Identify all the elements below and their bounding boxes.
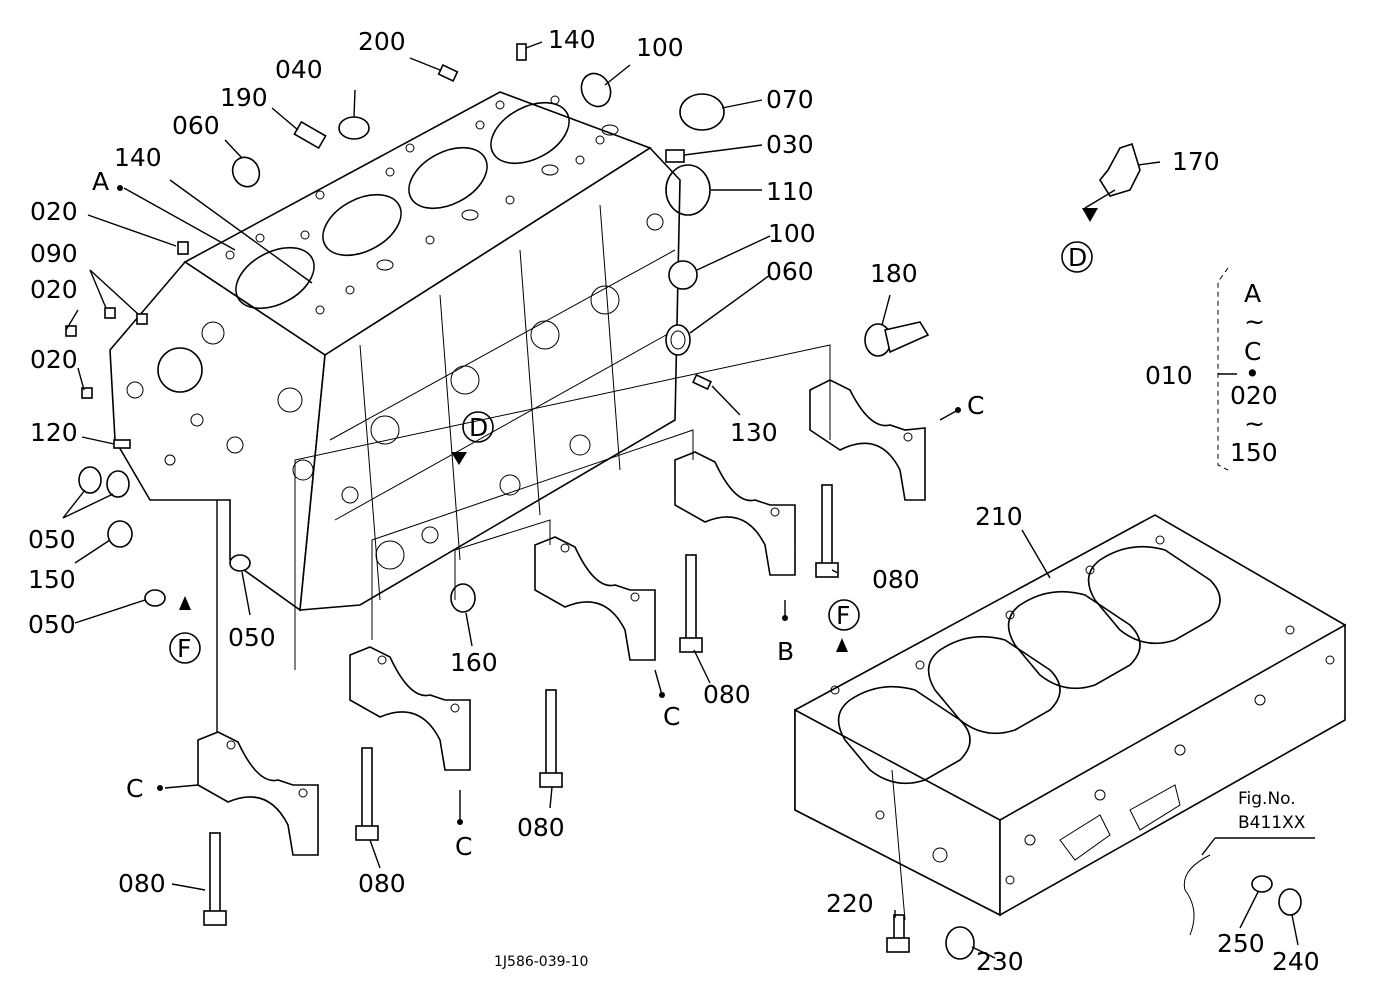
drawing-id: 1J586-039-10 <box>494 954 588 970</box>
label-120: 120 <box>30 418 78 447</box>
label-130: 130 <box>730 418 778 447</box>
bearing-cap-right <box>809 379 926 501</box>
label-100-top: 100 <box>636 33 684 62</box>
label-080-d: 080 <box>358 869 406 898</box>
label-080-c: 080 <box>517 813 565 842</box>
label-230: 230 <box>976 947 1024 976</box>
bolts-080 <box>203 484 839 926</box>
marker-C-mid: C <box>663 702 680 731</box>
label-250: 250 <box>1217 929 1265 958</box>
label-080-a: 080 <box>872 565 920 594</box>
marker-C-left: C <box>126 774 143 803</box>
fig-ref-number: B411XX <box>1238 813 1306 833</box>
label-050-b: 050 <box>28 610 76 639</box>
assembly-guides <box>294 344 906 921</box>
group-line-2: ~ <box>1244 307 1265 336</box>
label-210: 210 <box>975 502 1023 531</box>
marker-F-left: F <box>177 634 191 663</box>
label-110: 110 <box>766 177 814 206</box>
marker-D-mid: D <box>469 413 488 442</box>
bearing-cap-low <box>349 646 471 771</box>
lower-crankcase <box>794 514 1347 917</box>
label-150: 150 <box>28 565 76 594</box>
group-bracket <box>1217 267 1229 471</box>
leader-lines <box>62 41 1315 959</box>
label-140-left: 140 <box>114 143 162 172</box>
group-line-5: 020 <box>1230 381 1278 410</box>
label-070: 070 <box>766 85 814 114</box>
label-030: 030 <box>766 130 814 159</box>
marker-B: B <box>777 637 794 666</box>
bearing-cap-left <box>197 731 319 856</box>
label-020-c: 020 <box>30 345 78 374</box>
label-050-c: 050 <box>228 623 276 652</box>
group-line-4: • <box>1245 359 1260 388</box>
label-140-top: 140 <box>548 25 596 54</box>
circled-markers <box>169 241 1093 664</box>
label-060-mid: 060 <box>766 257 814 286</box>
small-parts <box>65 43 1302 960</box>
labels: 200 140 100 040 190 070 060 030 140 110 … <box>28 25 1320 976</box>
bearing-cap-B <box>674 451 796 576</box>
group-code: 010 <box>1145 361 1193 390</box>
fig-ref-label: Fig.No. <box>1238 789 1296 809</box>
cylinder-block <box>109 91 681 612</box>
label-A: A <box>92 167 109 196</box>
label-060-left: 060 <box>172 111 220 140</box>
label-160: 160 <box>450 648 498 677</box>
label-090: 090 <box>30 239 78 268</box>
marker-C-right: C <box>967 391 984 420</box>
marker-D-top: D <box>1068 243 1087 272</box>
label-080-e: 080 <box>118 869 166 898</box>
marker-F-right: F <box>836 601 850 630</box>
label-240: 240 <box>1272 947 1320 976</box>
label-190: 190 <box>220 83 268 112</box>
label-220: 220 <box>826 889 874 918</box>
label-050-a: 050 <box>28 525 76 554</box>
label-080-b: 080 <box>703 680 751 709</box>
arrows <box>179 208 1098 652</box>
bearing-cap-mid <box>534 536 656 661</box>
marker-dots <box>117 185 961 825</box>
label-170: 170 <box>1172 147 1220 176</box>
group-line-6: ~ <box>1244 409 1265 438</box>
label-040: 040 <box>275 55 323 84</box>
label-020-b: 020 <box>30 275 78 304</box>
label-100-mid: 100 <box>768 219 816 248</box>
label-200: 200 <box>358 27 406 56</box>
group-line-7: 150 <box>1230 438 1278 467</box>
label-020-a: 020 <box>30 197 78 226</box>
group-line-3: C <box>1244 337 1261 366</box>
label-180: 180 <box>870 259 918 288</box>
marker-C-low: C <box>455 832 472 861</box>
group-line-1: A <box>1244 279 1261 308</box>
